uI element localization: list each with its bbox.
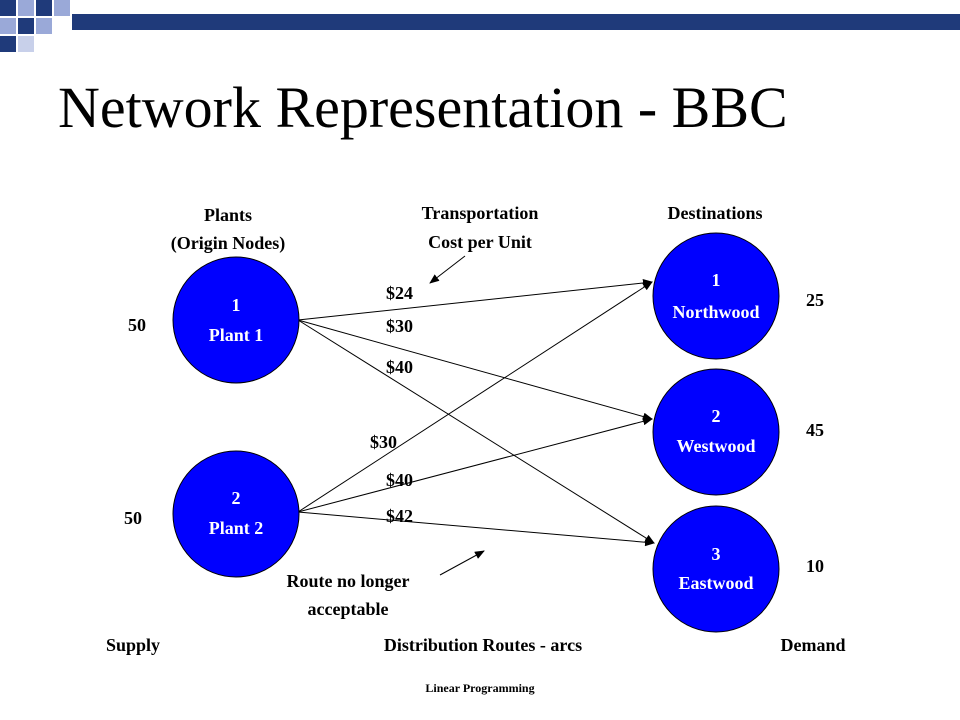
cost-label-1-3: $40 — [386, 357, 413, 377]
transport-header-line1: Transportation — [422, 203, 539, 223]
cost-header-pointer — [429, 255, 466, 284]
deco-square — [0, 36, 16, 52]
plants-header-line1: Plants — [204, 205, 252, 225]
deco-square — [18, 0, 34, 16]
demand-value-3: 10 — [806, 556, 824, 576]
cost-label-2-1: $30 — [370, 432, 397, 452]
origin-node-1-number: 1 — [232, 295, 241, 315]
route-arc-2-1 — [297, 281, 653, 513]
footer-text: Linear Programming — [425, 681, 535, 695]
deco-square — [18, 36, 34, 52]
deco-square — [18, 18, 34, 34]
destination-node-2-number: 2 — [712, 406, 721, 426]
supply-value-1: 50 — [128, 315, 146, 335]
deco-square — [36, 0, 52, 16]
origin-node-2-number: 2 — [232, 488, 241, 508]
origin-node-2: 2 Plant 2 — [172, 450, 300, 578]
origin-node-2-name: Plant 2 — [209, 518, 264, 538]
header-decoration — [0, 0, 960, 52]
annotation-line1: Route no longer — [287, 571, 410, 591]
route-arc-1-1 — [297, 278, 653, 321]
demand-value-1: 25 — [806, 290, 824, 310]
supply-label: Supply — [106, 635, 160, 655]
destination-node-3: 3 Eastwood — [652, 505, 780, 633]
deco-square — [0, 18, 16, 34]
transport-header-line2: Cost per Unit — [428, 232, 532, 252]
routes-layer — [297, 278, 655, 547]
annotation-line2: acceptable — [308, 599, 389, 619]
destination-node-2-name: Westwood — [676, 436, 755, 456]
header-rule — [72, 14, 960, 30]
slide-title: Network Representation - BBC — [58, 75, 788, 140]
destination-node-2: 2 Westwood — [652, 368, 780, 496]
cost-label-2-3: $42 — [386, 506, 413, 526]
deco-square — [54, 0, 70, 16]
destination-node-1: 1 Northwood — [652, 232, 780, 360]
route-arc-1-2 — [297, 319, 653, 421]
plants-header-line2: (Origin Nodes) — [171, 233, 286, 254]
annotation-pointer — [439, 550, 485, 576]
cost-label-1-1: $24 — [386, 283, 413, 303]
route-arc-2-2 — [297, 417, 653, 513]
route-arc-2-3 — [297, 511, 655, 547]
destination-node-3-name: Eastwood — [678, 573, 753, 593]
deco-square — [36, 18, 52, 34]
destination-node-1-number: 1 — [712, 270, 721, 290]
route-arc-1-3 — [297, 319, 655, 544]
destinations-header: Destinations — [667, 203, 762, 223]
deco-square — [0, 0, 16, 16]
destination-node-1-name: Northwood — [672, 302, 759, 322]
origin-node-1: 1 Plant 1 — [172, 256, 300, 384]
arcs-label: Distribution Routes - arcs — [384, 635, 582, 655]
origin-node-1-name: Plant 1 — [209, 325, 264, 345]
destination-node-3-number: 3 — [712, 544, 721, 564]
cost-label-2-2: $40 — [386, 470, 413, 490]
demand-value-2: 45 — [806, 420, 824, 440]
demand-label: Demand — [780, 635, 845, 655]
cost-label-1-2: $30 — [386, 316, 413, 336]
supply-value-2: 50 — [124, 508, 142, 528]
